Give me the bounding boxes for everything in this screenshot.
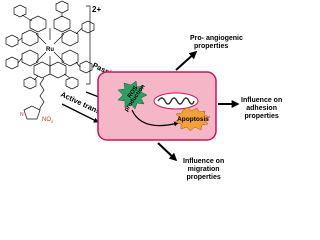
adhesion-line1: Influence on xyxy=(241,97,283,104)
scheme-canvas: Ru 2+ N NO 2 Passive diffusion Active tr… xyxy=(5,0,240,162)
ros-burst xyxy=(117,80,148,110)
apoptosis-burst xyxy=(174,106,211,132)
adhesion-line3: properties xyxy=(244,113,279,120)
apoptosis-label: Apoptosis xyxy=(177,116,209,123)
angiogenic-caption: Pro- angiogenic properties xyxy=(190,35,243,51)
nitroimidazole-group: N NO 2 xyxy=(20,105,54,124)
angiogenic-line2: properties xyxy=(194,43,229,50)
nitro-no: NO xyxy=(42,117,51,123)
migration-line2: migration xyxy=(187,166,220,173)
mitochondrion xyxy=(153,92,199,110)
ru-label: Ru xyxy=(46,47,54,53)
active-transport-arrow xyxy=(61,103,99,123)
adhesion-caption: Influence on adhesion properties xyxy=(241,97,282,121)
migration-line3: properties xyxy=(186,174,221,181)
complex-bracket xyxy=(86,5,91,85)
linker-chain xyxy=(39,77,45,109)
cell-body xyxy=(97,71,217,141)
ros-to-apoptosis-arrow xyxy=(131,109,179,127)
adhesion-line2: adhesion xyxy=(246,105,277,112)
angiogenic-arrow xyxy=(175,50,198,71)
angiogenic-line1: Pro- angiogenic xyxy=(190,35,243,42)
ru-complex-structure xyxy=(5,0,95,109)
migration-arrow xyxy=(157,142,178,162)
nitro-subscript: 2 xyxy=(51,119,54,124)
imidazole-n-atom: N xyxy=(20,112,24,118)
migration-caption: Influence on migration properties xyxy=(183,158,224,182)
migration-line1: Influence on xyxy=(183,158,225,165)
complex-charge: 2+ xyxy=(92,5,101,14)
